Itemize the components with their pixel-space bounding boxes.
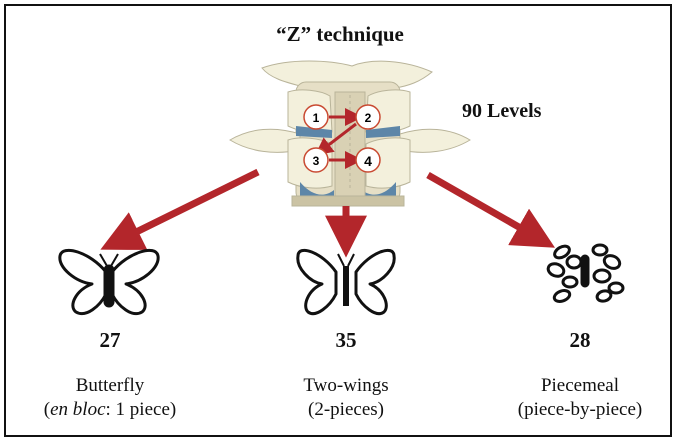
figure-title: “Z” technique: [276, 22, 404, 46]
piecemeal-name: Piecemeal: [540, 375, 620, 396]
two-wings-detail: (2-pieces): [308, 399, 384, 420]
butterfly-name: Butterfly: [75, 375, 145, 396]
piecemeal-icon: [546, 243, 625, 303]
piecemeal-label: Piecemeal (piece-by-piece): [480, 374, 680, 422]
step-circle-4: 4: [355, 147, 381, 173]
butterfly-icon: [58, 248, 160, 315]
step-label-1: 1: [313, 111, 320, 125]
two-wings-icon: [296, 249, 396, 315]
step-label-3: 3: [313, 154, 320, 168]
step-label-2: 2: [365, 111, 372, 125]
step-label-4: 4: [364, 153, 372, 169]
step-circle-1: 1: [303, 104, 329, 130]
total-levels-label: 90 Levels: [462, 100, 542, 122]
piecemeal-detail: (piece-by-piece): [517, 399, 643, 420]
step-circle-3: 3: [303, 147, 329, 173]
vertebra-illustration: [229, 60, 471, 207]
two-wings-count: 35: [335, 328, 357, 352]
two-wings-label: Two-wings (2-pieces): [246, 374, 446, 422]
two-wings-name: Two-wings: [303, 375, 389, 396]
arrow-to-butterfly: [100, 168, 260, 250]
butterfly-count: 27: [99, 328, 121, 352]
z-arrow-2-3: [314, 122, 357, 156]
arrow-to-piecemeal: [426, 171, 556, 248]
step-circle-2: 2: [355, 104, 381, 130]
butterfly-label: Butterfly (en bloc: 1 piece): [10, 374, 210, 422]
butterfly-detail: (en bloc: 1 piece): [43, 399, 177, 420]
piecemeal-count: 28: [569, 328, 591, 352]
